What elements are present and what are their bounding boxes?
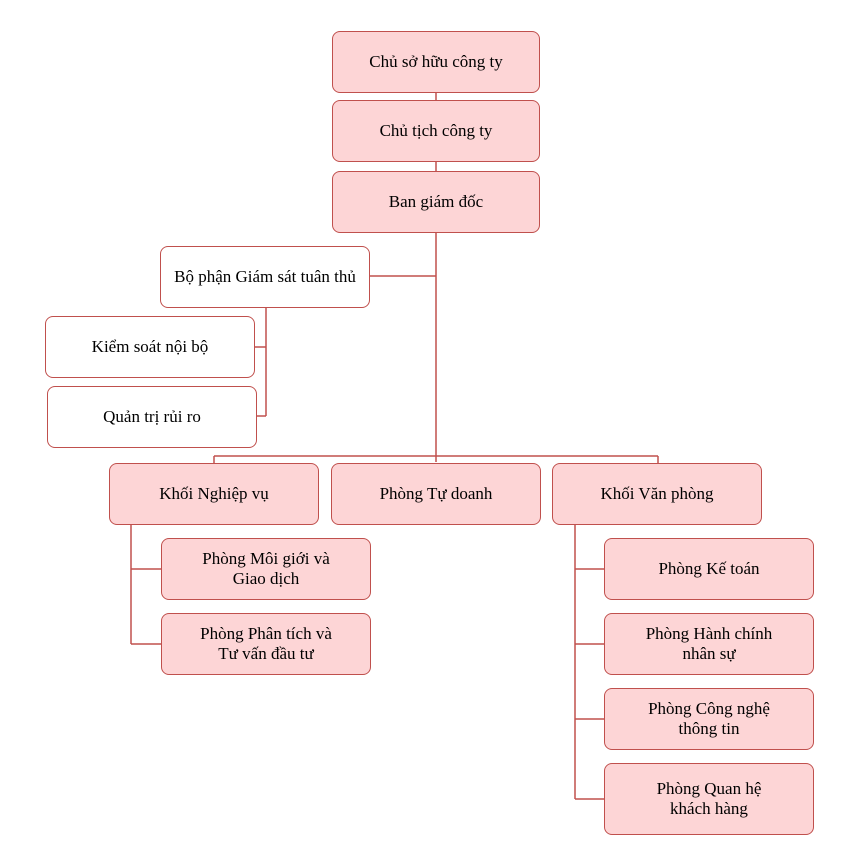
- office-division-box: Khối Văn phòng: [552, 463, 762, 525]
- office-division-label: Khối Văn phòng: [600, 484, 714, 503]
- analysis-dept-line2: Tư vấn đầu tư: [218, 644, 314, 663]
- internal-control-box: Kiểm soát nội bộ: [45, 316, 255, 378]
- it-dept-line2: thông tin: [678, 719, 740, 738]
- proprietary-trading-label: Phòng Tự doanh: [379, 484, 493, 503]
- risk-management-label: Quản trị rủi ro: [103, 407, 201, 426]
- board-box: Ban giám đốc: [332, 171, 540, 233]
- brokerage-dept-line1: Phòng Môi giới và: [202, 549, 330, 568]
- internal-control-label: Kiểm soát nội bộ: [91, 337, 209, 356]
- brokerage-dept-box: Phòng Môi giới và Giao dịch: [161, 538, 371, 600]
- customer-relations-dept-line2: khách hàng: [670, 799, 748, 818]
- owner-box: Chủ sở hữu công ty: [332, 31, 540, 93]
- hr-dept-box: Phòng Hành chính nhân sự: [604, 613, 814, 675]
- compliance-label: Bộ phận Giám sát tuân thủ: [174, 267, 356, 286]
- brokerage-dept-line2: Giao dịch: [232, 569, 300, 588]
- analysis-dept-line1: Phòng Phân tích và: [200, 624, 332, 643]
- board-label: Ban giám đốc: [388, 192, 484, 211]
- accounting-dept-box: Phòng Kế toán: [604, 538, 814, 600]
- customer-relations-dept-box: Phòng Quan hệ khách hàng: [604, 763, 814, 835]
- business-division-label: Khối Nghiệp vụ: [159, 484, 269, 503]
- hr-dept-line1: Phòng Hành chính: [645, 624, 773, 643]
- accounting-dept-label: Phòng Kế toán: [658, 559, 760, 578]
- compliance-box: Bộ phận Giám sát tuân thủ: [160, 246, 370, 308]
- it-dept-line1: Phòng Công nghệ: [648, 699, 770, 718]
- chairman-box: Chủ tịch công ty: [332, 100, 540, 162]
- business-division-box: Khối Nghiệp vụ: [109, 463, 319, 525]
- it-dept-box: Phòng Công nghệ thông tin: [604, 688, 814, 750]
- customer-relations-dept-line1: Phòng Quan hệ: [656, 779, 762, 798]
- proprietary-trading-box: Phòng Tự doanh: [331, 463, 541, 525]
- hr-dept-line2: nhân sự: [682, 644, 736, 663]
- analysis-dept-box: Phòng Phân tích và Tư vấn đầu tư: [161, 613, 371, 675]
- risk-management-box: Quản trị rủi ro: [47, 386, 257, 448]
- owner-label: Chủ sở hữu công ty: [369, 52, 503, 71]
- chairman-label: Chủ tịch công ty: [379, 121, 493, 140]
